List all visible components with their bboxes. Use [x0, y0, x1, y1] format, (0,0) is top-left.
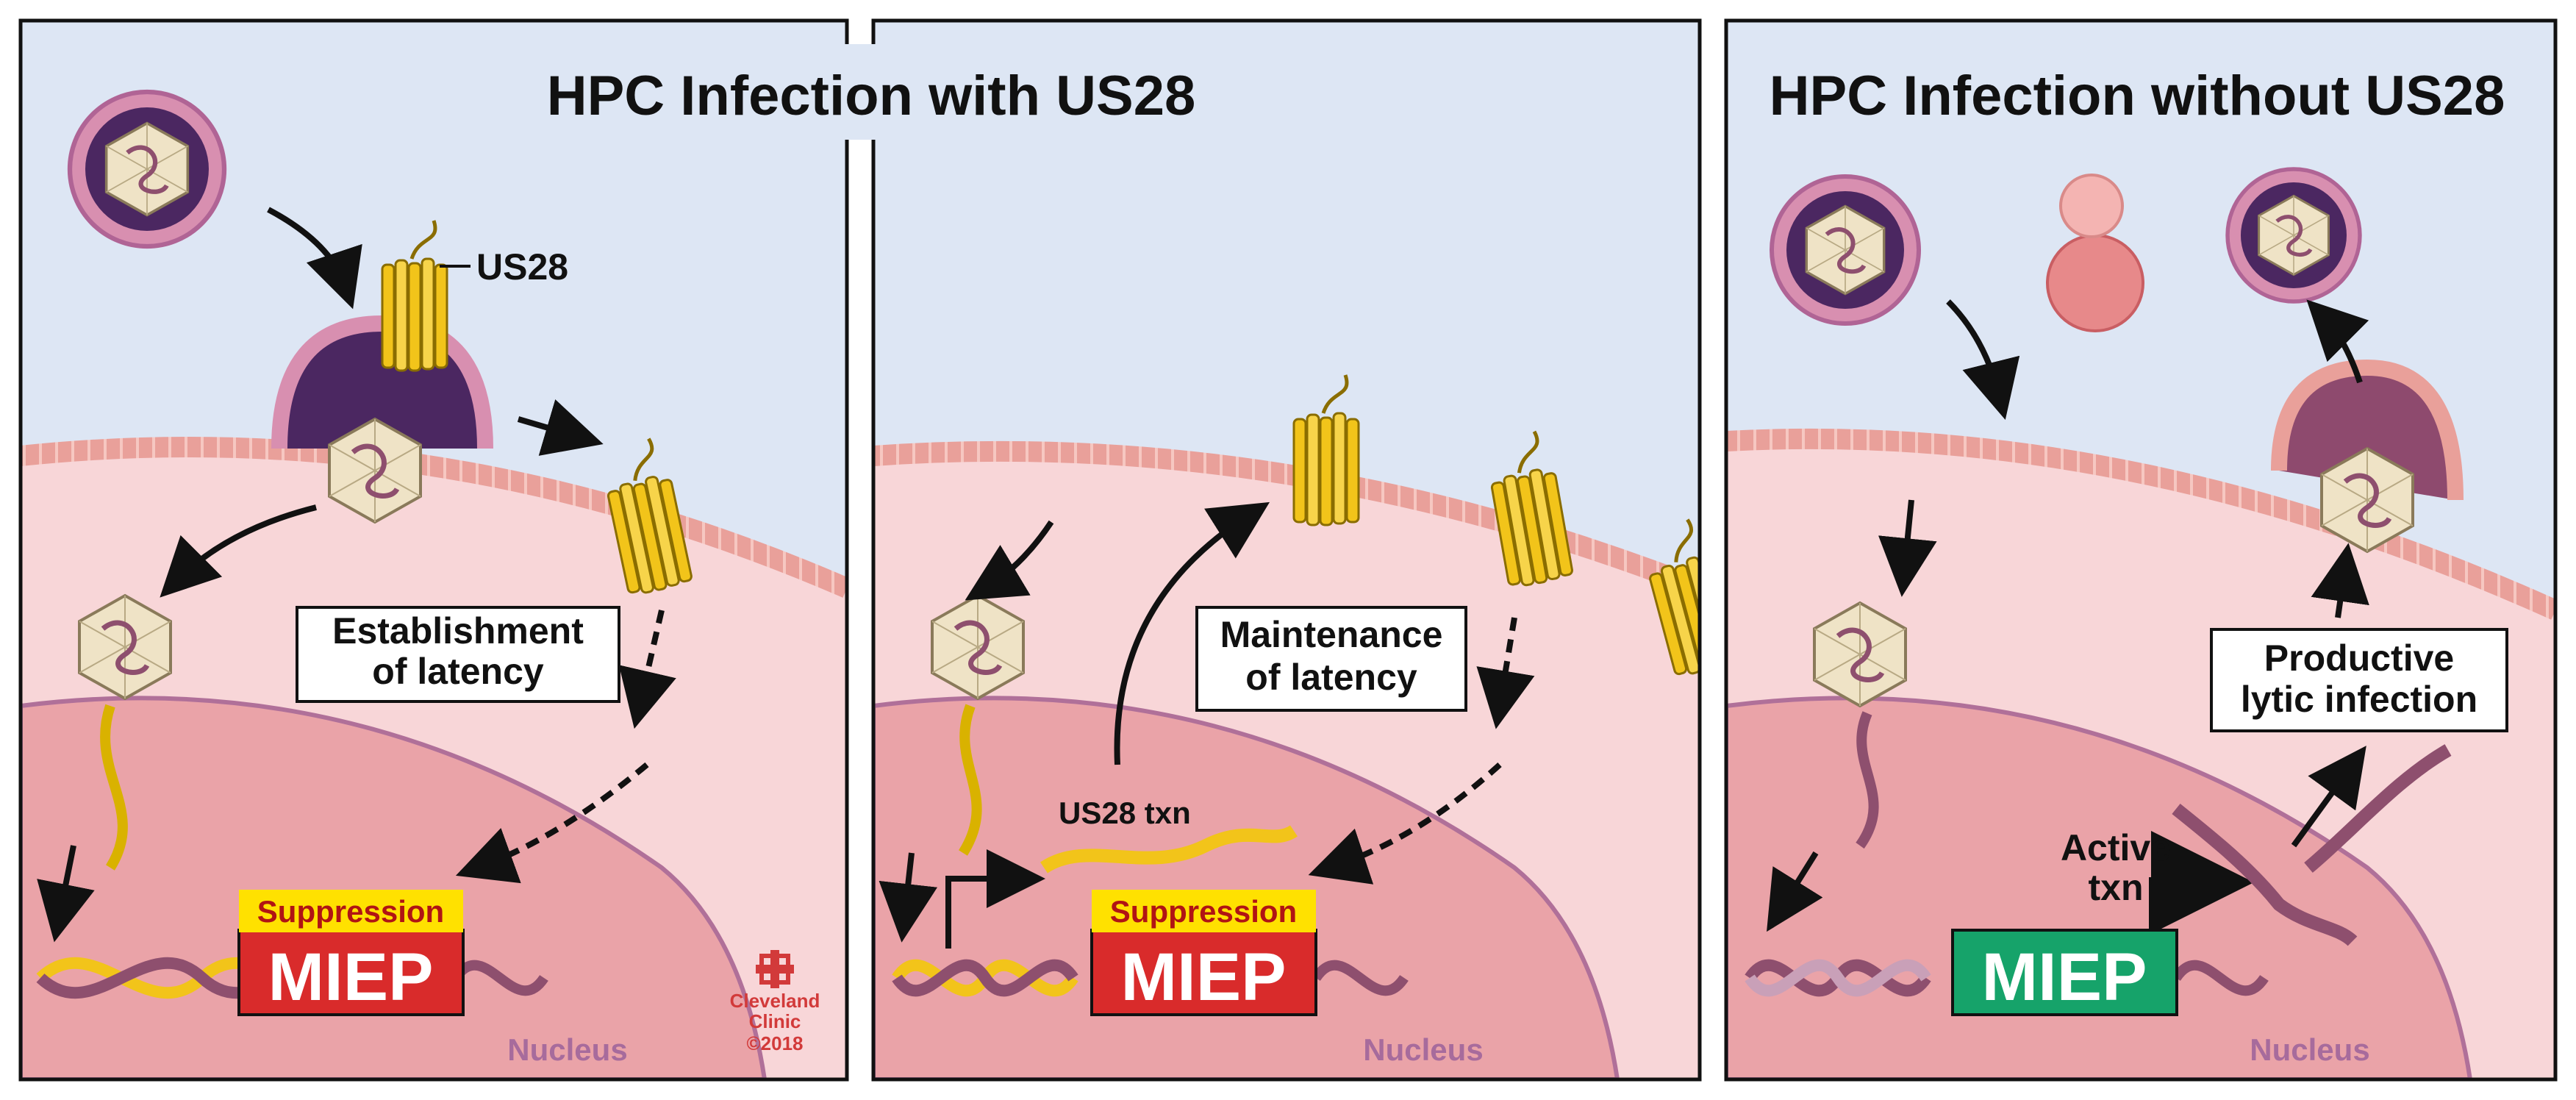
virion-icon: [1772, 176, 1919, 324]
miep-label: MIEP: [268, 940, 434, 1015]
productive-label-line2: lytic infection: [2241, 679, 2477, 720]
us28-label: US28: [476, 246, 568, 288]
establishment-label-line2: of latency: [372, 651, 544, 692]
title-without-us28: HPC Infection without US28: [1770, 65, 2505, 127]
active-txn-label-line2: txn: [2089, 867, 2144, 908]
dense-body-icon: [2059, 174, 2124, 238]
title-with-us28: HPC Infection with US28: [547, 65, 1196, 127]
nucleus-label: Nucleus: [507, 1032, 627, 1067]
logo-line3: ©2018: [747, 1032, 804, 1054]
virion-icon: [70, 92, 224, 246]
dense-body-icon: [2046, 234, 2144, 332]
suppression-label-box: [239, 890, 463, 932]
miep-promoter-box: [237, 929, 465, 1016]
productive-label-line1: Productive: [2264, 638, 2454, 679]
maintenance-box: [1195, 606, 1467, 712]
productive-infection-box: [2210, 628, 2508, 732]
suppression-label: Suppression: [257, 894, 444, 929]
active-txn-label-line1: Active: [2061, 827, 2171, 868]
establishment-box: [296, 606, 620, 703]
maintenance-label-line1: Maintenance: [1220, 614, 1443, 655]
miep-label-active: MIEP: [1982, 940, 2147, 1015]
released-virion-icon: [2228, 169, 2360, 301]
panel-with-us28-maintenance: [873, 21, 1700, 1079]
nucleus-label: Nucleus: [1363, 1032, 1483, 1067]
suppression-label: Suppression: [1110, 894, 1297, 929]
panel-without-us28: [1726, 21, 2555, 1079]
logo-line2: Clinic: [749, 1010, 801, 1032]
us28-txn-label: US28 txn: [1059, 796, 1191, 830]
nucleus-label: Nucleus: [2250, 1032, 2369, 1067]
establishment-label-line1: Establishment: [332, 610, 584, 651]
miep-promoter-box: [1090, 929, 1317, 1016]
logo-line1: Cleveland: [730, 990, 820, 1012]
viral-transcript-icon: [2172, 803, 2358, 946]
miep-label: MIEP: [1121, 940, 1287, 1015]
suppression-label-box: [1092, 890, 1316, 932]
maintenance-label-line2: of latency: [1245, 657, 1417, 698]
cleveland-clinic-logo: Cleveland Clinic ©2018: [730, 950, 820, 1054]
us28-transcript-icon: [1040, 825, 1298, 874]
viral-dna-icon: [100, 704, 128, 871]
panel-with-us28-establishment: [21, 21, 847, 1079]
miep-promoter-box-active: [1951, 929, 2178, 1016]
